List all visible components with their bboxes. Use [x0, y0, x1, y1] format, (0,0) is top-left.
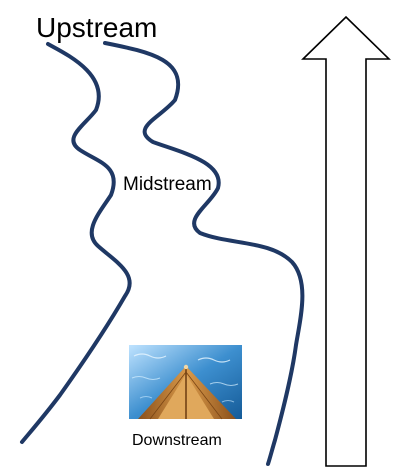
- boat-photo: [129, 345, 242, 420]
- label-upstream: Upstream: [36, 12, 158, 43]
- river-bank-left: [20, 42, 132, 444]
- label-midstream: Midstream: [123, 174, 212, 195]
- river-bank-right: [103, 41, 305, 466]
- label-downstream: Downstream: [132, 432, 222, 449]
- upstream-direction-arrow: [301, 15, 391, 467]
